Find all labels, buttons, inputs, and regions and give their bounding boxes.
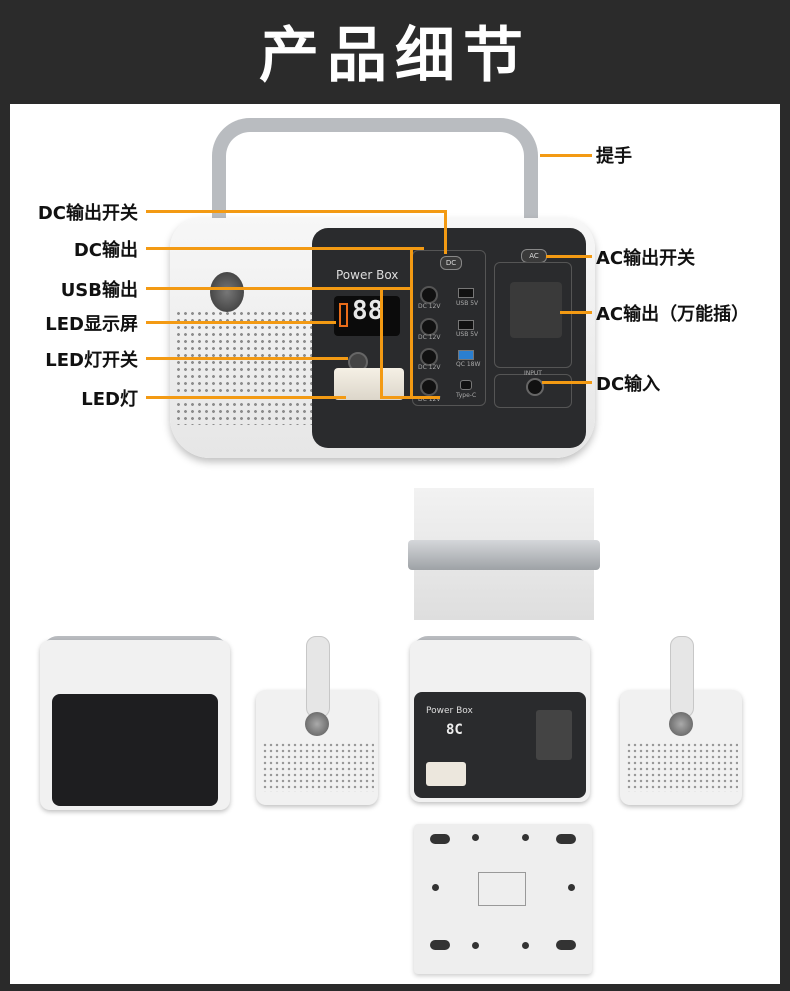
callout-line-usb-output	[380, 396, 440, 399]
callout-line-dc-switch	[444, 210, 447, 254]
brand-logo: Power Box	[336, 268, 399, 282]
usb-port-label: USB 5V	[456, 331, 479, 338]
dc-port-label: DC 12V	[418, 334, 441, 341]
top-view-handle	[408, 540, 600, 570]
screw	[472, 942, 479, 949]
front-view-digits: 8C	[446, 722, 463, 738]
callout-line-dc-switch	[146, 210, 446, 213]
side-view-handle	[306, 636, 330, 718]
screw	[522, 834, 529, 841]
input-label: INPUT	[524, 370, 542, 377]
side-view-knob	[305, 712, 329, 736]
screw	[568, 884, 575, 891]
callout-label-led-switch: LED灯开关	[45, 350, 138, 371]
front-view-socket	[536, 710, 572, 760]
dc-input-port	[526, 378, 544, 396]
callout-line-dc-input	[542, 381, 592, 384]
callout-line-led-light	[146, 396, 346, 399]
callout-line-usb-output	[146, 287, 412, 290]
led-display-screen	[334, 296, 400, 336]
callout-label-handle: 提手	[596, 146, 632, 167]
callout-label-ac-switch: AC输出开关	[596, 248, 696, 269]
front-view-lamp	[426, 762, 466, 786]
usb-port-label: USB 5V	[456, 300, 479, 307]
page-header: 产品细节	[0, 0, 790, 100]
universal-ac-socket	[510, 282, 562, 338]
dc-port	[420, 286, 438, 304]
screw	[432, 884, 439, 891]
usb-port	[458, 320, 474, 330]
rubber-foot	[430, 940, 450, 950]
side-view-knob	[669, 712, 693, 736]
callout-label-dc-output: DC输出	[73, 240, 138, 261]
dc-port-label: DC 12V	[418, 396, 441, 403]
usb-port-label: Type-C	[456, 392, 477, 399]
handle-pivot-knob	[210, 272, 244, 312]
callout-line-usb-output	[380, 287, 383, 397]
callout-label-led-display: LED显示屏	[45, 314, 138, 335]
rubber-foot	[556, 940, 576, 950]
rubber-foot	[430, 834, 450, 844]
side-view-handle	[670, 636, 694, 718]
screw	[522, 942, 529, 949]
screw	[472, 834, 479, 841]
dc-port-label: DC 12V	[418, 303, 441, 310]
side-view-vent	[262, 742, 374, 792]
dc-port	[420, 318, 438, 336]
side-vent-grille	[175, 310, 315, 425]
callout-line-led-display	[146, 321, 336, 324]
callout-line-dc-output	[146, 247, 424, 250]
dc-switch-button: DC	[440, 256, 462, 270]
bottom-label-plate	[478, 872, 526, 906]
callout-label-dc-input: DC输入	[596, 374, 661, 395]
callout-label-ac-output: AC输出（万能插）	[596, 304, 750, 325]
callout-line-handle	[540, 154, 592, 157]
callout-label-usb-output: USB输出	[60, 280, 138, 301]
callout-line-ac-switch	[546, 255, 592, 258]
side-view-vent	[626, 742, 738, 792]
callout-line-ac-output	[560, 311, 592, 314]
led-lamp	[334, 368, 404, 400]
dc-port-label: DC 12V	[418, 364, 441, 371]
usb-port-label: QC 18W	[456, 361, 481, 368]
back-view-panel	[52, 694, 218, 806]
battery-icon	[339, 303, 348, 327]
dc-input-section	[494, 374, 572, 408]
callout-line-dc-output	[410, 247, 413, 397]
dc-port	[420, 378, 438, 396]
ac-switch-button: AC	[521, 249, 547, 263]
usb-port	[458, 288, 474, 298]
page-title: 产品细节	[259, 20, 531, 91]
callout-label-led-light: LED灯	[81, 389, 138, 410]
usb-type-c-port	[460, 380, 472, 390]
callout-label-dc-switch: DC输出开关	[37, 203, 138, 224]
callout-line-led-switch	[146, 357, 348, 360]
display-digits: 88	[352, 296, 384, 326]
ac-output-section	[494, 262, 572, 368]
usb-qc-port	[458, 350, 474, 360]
front-view-brand: Power Box	[426, 706, 473, 716]
rubber-foot	[556, 834, 576, 844]
dc-port	[420, 348, 438, 366]
